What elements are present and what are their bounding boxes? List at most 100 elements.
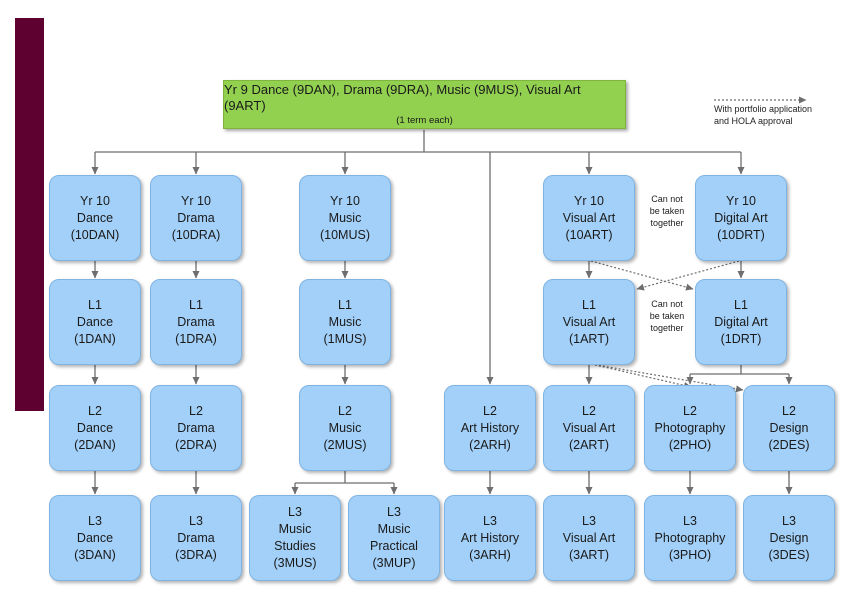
node-code: (10DAN) [70,227,120,242]
node-code: (2ART) [568,437,610,452]
node-subject: Dance [76,314,114,329]
node-subject: Dance [76,210,114,225]
note-line: together [650,218,684,228]
node-level: L2 [683,403,697,418]
node-code: (2DES) [768,437,810,452]
node-code: (2MUS) [323,437,367,452]
node-subject: Dance [76,530,114,545]
node-level: L2 [483,403,497,418]
node-subject: Music [278,522,312,536]
note-line: be taken [649,206,685,216]
legend-line-2: and HOLA approval [714,116,793,126]
node-level: Yr 10 [80,193,110,208]
node-level: L2 [782,403,796,418]
node-l3-art-history: L3 Art History (3ARH) [444,495,536,581]
accent-sidebar-bar [15,18,44,411]
node-code: (2DRA) [175,437,217,452]
node-l3-design: L3 Design (3DES) [743,495,835,581]
year9-overview-box: Yr 9 Dance (9DAN), Drama (9DRA), Music (… [223,80,626,129]
node-level: L1 [189,297,203,312]
node-l1-dance: L1 Dance (1DAN) [49,279,141,365]
node-subject: Music [328,314,362,329]
node-subject: Visual Art [562,420,616,435]
node-subject: Digital Art [714,314,768,329]
node-yr10-drama: Yr 10 Drama (10DRA) [150,175,242,261]
node-l2-dance: L2 Dance (2DAN) [49,385,141,471]
node-code: (3ARH) [469,547,511,562]
node-yr10-digital-art: Yr 10 Digital Art (10DRT) [695,175,787,261]
node-subject-extra: Practical [370,539,418,553]
node-code: (1ART) [568,331,610,346]
node-code: (3ART) [568,547,610,562]
node-level: L3 [782,513,796,528]
node-l3-music-studies: L3 Music Studies (3MUS) [249,495,341,581]
note-line: Can not [651,194,683,204]
node-code: (2ARH) [469,437,511,452]
node-l2-photography: L2 Photography (2PHO) [644,385,736,471]
node-code: (3DES) [768,547,810,562]
node-level: L3 [88,513,102,528]
node-l1-visual-art: L1 Visual Art (1ART) [543,279,635,365]
node-level: L3 [582,513,596,528]
node-subject: Design [769,530,809,545]
node-code: (3MUP) [372,556,416,570]
note-line: together [650,323,684,333]
note-line: be taken [649,311,685,321]
node-subject: Photography [654,420,726,435]
node-subject: Visual Art [562,314,616,329]
node-level: L3 [683,513,697,528]
node-level: L3 [387,505,401,519]
node-subject: Drama [177,210,215,225]
node-subject: Music [328,420,362,435]
node-level: L1 [88,297,102,312]
node-level: Yr 10 [330,193,360,208]
node-subject: Drama [177,420,215,435]
node-code: (2PHO) [668,437,712,452]
node-subject: Photography [654,530,726,545]
legend-line-1: With portfolio application [714,104,813,114]
note-line: Can not [651,299,683,309]
node-l3-drama: L3 Drama (3DRA) [150,495,242,581]
node-level: L3 [483,513,497,528]
node-subject: Music [328,210,362,225]
node-code: (10ART) [565,227,613,242]
node-yr10-music: Yr 10 Music (10MUS) [299,175,391,261]
node-level: Yr 10 [181,193,211,208]
node-l1-music: L1 Music (1MUS) [299,279,391,365]
node-level: L1 [338,297,352,312]
node-level: L2 [189,403,203,418]
l1-exclusive-note: Can not be taken together [641,298,693,334]
yr10-exclusive-note: Can not be taken together [641,193,693,229]
node-subject: Visual Art [562,530,616,545]
node-l2-art-history: L2 Art History (2ARH) [444,385,536,471]
node-code: (1MUS) [323,331,367,346]
node-l3-music-practical: L3 Music Practical (3MUP) [348,495,440,581]
node-l3-visual-art: L3 Visual Art (3ART) [543,495,635,581]
node-l2-drama: L2 Drama (2DRA) [150,385,242,471]
node-subject-extra: Studies [274,539,316,553]
node-l2-visual-art: L2 Visual Art (2ART) [543,385,635,471]
node-l1-drama: L1 Drama (1DRA) [150,279,242,365]
node-level: L2 [338,403,352,418]
node-subject: Art History [460,530,520,545]
node-subject: Drama [177,530,215,545]
node-subject: Digital Art [714,210,768,225]
node-yr10-dance: Yr 10 Dance (10DAN) [49,175,141,261]
node-code: (3DAN) [74,547,116,562]
node-l3-photography: L3 Photography (3PHO) [644,495,736,581]
node-code: (10DRA) [171,227,221,242]
legend: With portfolio application and HOLA appr… [714,96,812,127]
node-code: (10DRT) [717,227,765,242]
node-level: L1 [734,297,748,312]
node-l2-music: L2 Music (2MUS) [299,385,391,471]
node-subject: Visual Art [562,210,616,225]
node-level: L2 [582,403,596,418]
node-code: (10MUS) [319,227,370,242]
node-code: (1DRT) [720,331,762,346]
year9-title: Yr 9 Dance (9DAN), Drama (9DRA), Music (… [224,82,581,113]
year9-subtitle: (1 term each) [396,115,453,126]
node-yr10-visual-art: Yr 10 Visual Art (10ART) [543,175,635,261]
node-code: (3MUS) [273,556,317,570]
node-level: Yr 10 [726,193,756,208]
